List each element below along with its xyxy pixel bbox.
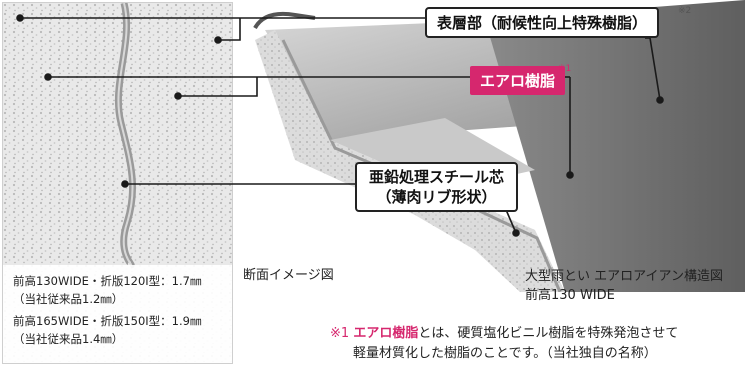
cross-section-image: 前高130WIDE・折版120I型：1.7㎜ （当社従来品1.2㎜） 前高165… [2, 2, 233, 364]
spec-130wide: 前高130WIDE・折版120I型：1.7㎜ [13, 274, 202, 288]
footnote-mark: ※1 [330, 326, 350, 341]
cross-section-caption: 断面イメージ図 [243, 268, 334, 283]
footnote-definition: とは、硬質塩化ビニル樹脂を特殊発泡させて [418, 326, 679, 341]
product-caption-title: 大型雨とい エアロアイアン構造図 [525, 269, 723, 284]
surface-layer-label: 表層部（耐候性向上特殊樹脂） [425, 7, 660, 38]
steel-core-label: 亜鉛処理スチール芯 （薄肉リブ形状） [355, 162, 519, 212]
aero-resin-label: エアロ樹脂 [470, 66, 566, 95]
footnote-line1: ※1 エアロ樹脂とは、硬質塩化ビニル樹脂を特殊発泡させて [330, 322, 678, 341]
surface-layer-text: 表層部（耐候性向上特殊樹脂） [437, 14, 648, 32]
footnote-term: エアロ樹脂 [353, 326, 419, 341]
gutter-cut-face [255, 30, 565, 292]
surface-layer-note-mark: ※2 [678, 6, 692, 16]
spec-130wide-previous: （当社従来品1.2㎜） [13, 292, 124, 306]
foam-texture [3, 3, 232, 363]
steel-core-shape-text: （薄肉リブ形状） [376, 188, 497, 206]
footnote-line2: 軽量材質化した樹脂のことです。（当社独自の名称） [353, 346, 657, 361]
gutter-lip [253, 11, 316, 30]
product-caption-model: 前高130 WIDE [525, 288, 615, 303]
spec-165wide: 前高165WIDE・折版150I型：1.9㎜ [13, 314, 202, 328]
aero-resin-note-mark: ※1 [558, 64, 572, 74]
aero-resin-text: エアロ樹脂 [480, 72, 556, 90]
spec-165wide-previous: （当社従来品1.4㎜） [13, 332, 124, 346]
steel-core-text: 亜鉛処理スチール芯 [369, 168, 505, 186]
